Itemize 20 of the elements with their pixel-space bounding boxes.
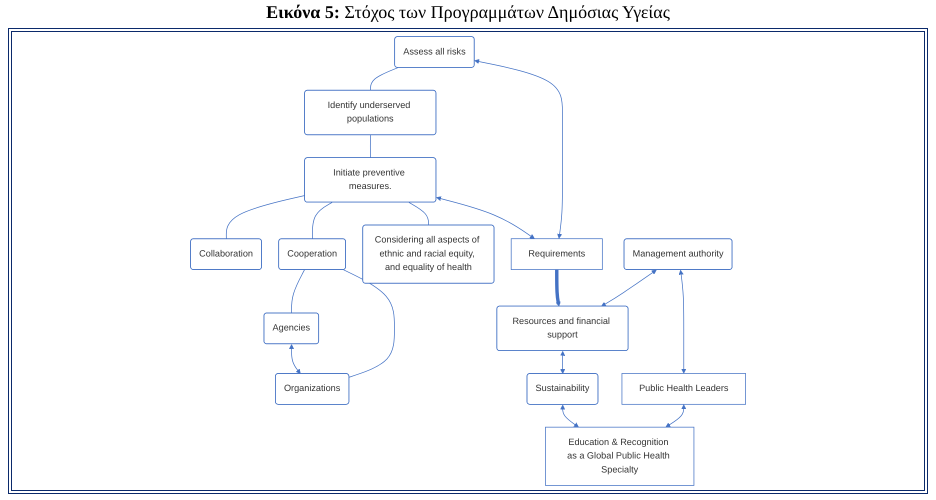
connector [408,202,429,226]
arrow [474,59,563,239]
connector [312,202,332,240]
connector [226,195,306,240]
node-box: Requirements [510,238,603,270]
node-box: Public Health Leaders [621,373,746,405]
figure-title: Εικόνα 5: Στόχος των Προγραμμάτων Δημόσιας Υγείας [265,2,671,23]
connector [370,134,371,158]
arrow [560,350,566,374]
arrow [554,270,560,307]
arrow [560,404,579,428]
arrow [665,404,686,428]
node-box: Education & Recognition as a Global Public Health Specialty [545,426,694,486]
arrow [288,344,301,374]
arrow [601,270,657,307]
arrow [436,196,535,239]
arrow [678,270,686,374]
connector [343,269,395,378]
connector [370,67,398,91]
connector [291,269,305,314]
